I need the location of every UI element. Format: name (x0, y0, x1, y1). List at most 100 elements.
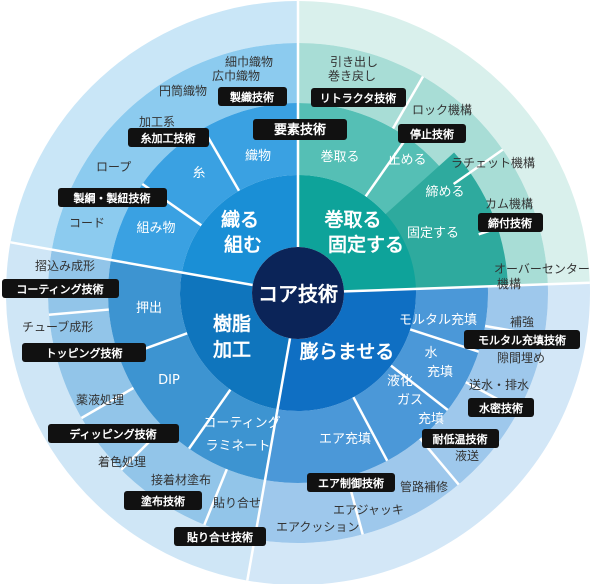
ring-label-gas-2: ガス (397, 393, 423, 408)
badge-dipping: ディッピング技術 (48, 424, 179, 443)
resin-rim (6, 242, 255, 581)
badge-itokakou: 糸加工技術 (128, 128, 209, 147)
ring-label-coating: コーティング (203, 416, 280, 431)
outer-label-overcenter-2: 機構 (497, 276, 521, 291)
weave-inner-ring (181, 175, 298, 286)
outer-label-hirohaba: 広巾織物 (212, 69, 260, 83)
expand-subdivider (352, 396, 389, 462)
badge-coating-tech: コーティング技術 (2, 279, 119, 298)
weave-rim (10, 1, 299, 250)
outer-label-chakushoku: 着色処理 (98, 454, 146, 469)
badge-air-seigyo: エア制御技術 (307, 473, 395, 492)
ring-label-kumimono: 組み物 (136, 221, 175, 236)
outer-label-suri: 摺込み成形 (35, 258, 95, 273)
weave-title-line-1: 織る (221, 208, 259, 231)
outer-label-tube: チューブ成形 (22, 319, 93, 334)
outer-label-hikidashi-2: 巻き戻し (328, 69, 376, 83)
wind-subdivider (452, 148, 504, 186)
resin-inner-ring (179, 272, 291, 410)
outer-label-hokyou: 補強 (510, 315, 534, 329)
outer-label-yakueki: 薬液処理 (76, 392, 124, 407)
wind-subdivider (391, 75, 425, 130)
wind-inner-ring (298, 175, 416, 292)
quadrant-divider (343, 281, 590, 293)
badge-seimou: 製綱・製紐技術 (58, 188, 167, 207)
wind-title-line-2: 固定する (328, 233, 404, 256)
badge-itokakou-label: 糸加工技術 (141, 131, 196, 145)
outer-label-hikidashi-1: 引き出し (330, 55, 378, 69)
ring-label-gas-1: 液化 (387, 374, 413, 389)
ring-label-dip: DIP (158, 373, 180, 388)
badge-shimetsuke-label: 締付技術 (488, 216, 532, 230)
badge-mortar-tech-label: モルタル充填技術 (478, 333, 566, 347)
badge-youso: 要素技術 (253, 119, 347, 140)
resin-sector-title: 樹脂 加工 (212, 312, 251, 361)
outer-label-soushui: 送水・排水 (469, 377, 529, 392)
badge-tofu-label: 塗布技術 (141, 494, 185, 508)
badge-topping-label: トッピング技術 (46, 346, 123, 360)
badge-missui-label: 水密技術 (479, 401, 523, 415)
badge-coating-tech-label: コーティング技術 (16, 282, 103, 296)
core-label: コア技術 (258, 282, 338, 306)
resin-title-line-2: 加工 (212, 339, 251, 361)
badge-teishi-label: 停止技術 (410, 127, 454, 141)
outer-label-entou: 円筒織物 (159, 83, 207, 98)
wind-mid2-ring (379, 152, 508, 290)
ring-label-gas-3: 充填 (418, 411, 444, 427)
outer-label-airjack: エアジャッキ (333, 503, 404, 517)
outer-label-lock: ロック機構 (412, 102, 472, 117)
badge-seishoku-label: 製織技術 (229, 90, 274, 104)
ring-label-shimeru: 締める (425, 184, 464, 200)
outer-label-secchaku: 接着材塗布 (151, 472, 211, 487)
ring-label-orimono: 織物 (245, 149, 271, 164)
resin-title-line-1: 樹脂 (213, 312, 251, 335)
badge-air-seigyo-label: エア制御技術 (318, 476, 384, 490)
ring-label-oshidashi: 押出 (136, 301, 162, 316)
badge-topping: トッピング技術 (22, 343, 146, 362)
outer-label-hosohaba: 細巾織物 (225, 55, 273, 69)
quadrant-divider (10, 241, 253, 287)
resin-subdivider (80, 386, 135, 420)
expand-title-line-1: 膨らませる (299, 340, 394, 363)
ring-label-ito: 糸 (192, 166, 205, 181)
badge-missui: 水密技術 (468, 398, 534, 417)
badge-taiteion: 耐低温技術 (422, 429, 499, 448)
outer-label-cord: コード (69, 216, 105, 230)
ring-label-laminate: ラミネート (205, 439, 270, 454)
outer-label-overcenter-1: オーバーセンター (494, 262, 590, 276)
badge-youso-label: 要素技術 (274, 122, 326, 138)
resin-subdivider (203, 468, 228, 526)
wind-title-line-1: 巻取る (323, 208, 381, 231)
outer-label-ekisou: 液送 (455, 448, 479, 463)
outer-label-cam: カム機構 (485, 196, 533, 211)
ring-label-tomeru: 止める (387, 153, 426, 168)
badge-shimetsuke: 締付技術 (478, 213, 543, 232)
badge-tofu: 塗布技術 (124, 491, 202, 510)
resin-mid-ring (108, 260, 278, 481)
badge-hariawase-tech: 貼り合せ技術 (174, 527, 266, 546)
badge-seimou-label: 製綱・製紐技術 (73, 191, 151, 205)
badge-mortar-tech: モルタル充填技術 (464, 330, 580, 349)
badge-taiteion-label: 耐低温技術 (433, 432, 488, 446)
badge-seishoku: 製織技術 (218, 87, 287, 106)
expand-rim (247, 282, 590, 584)
weave-sector-title: 織る 組む (221, 208, 262, 256)
ring-label-water-1: 水 (424, 346, 437, 361)
badge-hariawase-tech-label: 貼り合せ技術 (186, 530, 253, 544)
outer-label-hariawase: 貼り合せ (213, 495, 261, 510)
ring-label-water-2: 充填 (427, 364, 453, 380)
ring-label-air: エア充填 (319, 431, 371, 447)
expand-sector-title: 膨らませる (299, 340, 394, 363)
badge-retractor-label: リトラクタ技術 (320, 91, 397, 105)
core-circle (252, 247, 344, 339)
weave-title-line-2: 組む (224, 233, 262, 256)
expand-subdivider (390, 364, 449, 411)
resin-subdivider (48, 308, 109, 317)
expand-inner-ring (277, 288, 416, 411)
outer-label-ratchet: ラチェット機構 (451, 155, 535, 170)
wind-subdivider (364, 136, 409, 198)
outer-labels: 細巾織物 広巾織物 円筒織物 加工系 ロープ コード 引き出し 巻き戻し ロック… (22, 55, 590, 534)
resin-subdivider (187, 388, 232, 450)
ring-label-mortar: モルタル充填 (399, 312, 477, 328)
